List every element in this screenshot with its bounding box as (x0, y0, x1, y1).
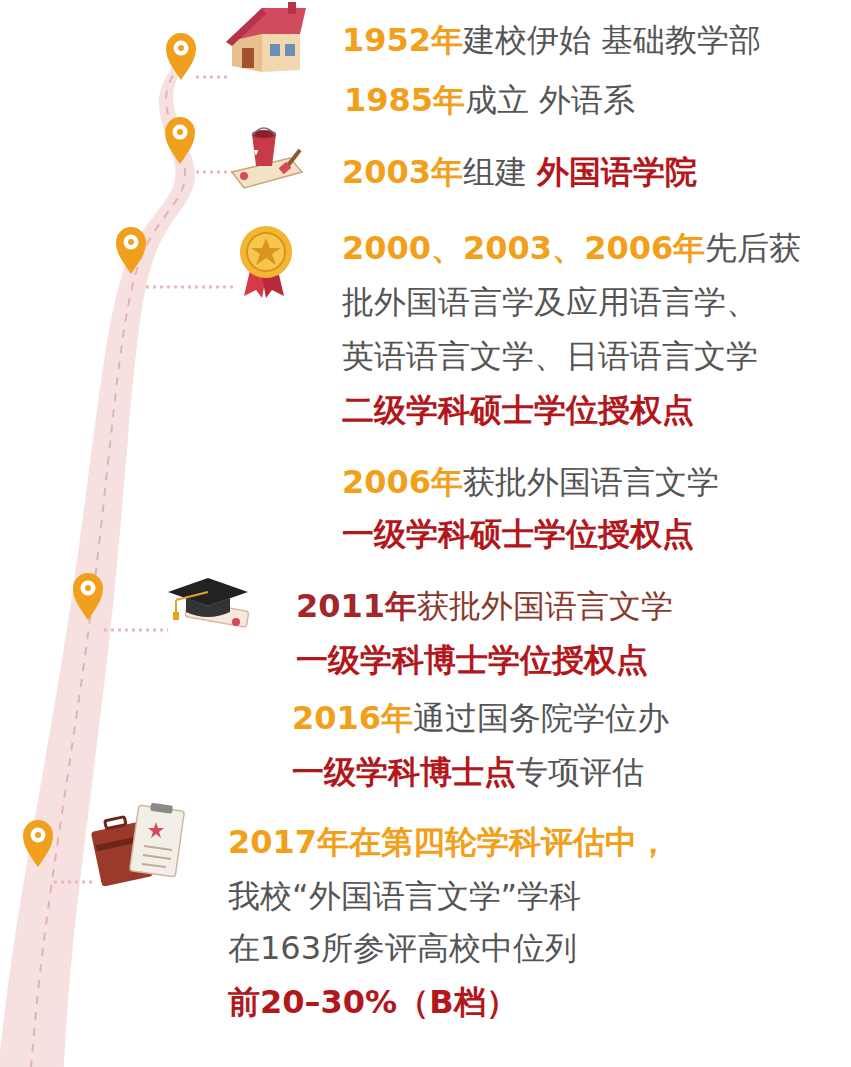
timeline-text: 先后获 (705, 229, 801, 267)
timeline-text: 获批外国语言文学 (463, 463, 719, 501)
map-pin (165, 117, 195, 164)
graduation-cap-icon (168, 578, 249, 627)
briefcase-clipboard-icon (91, 803, 185, 887)
highlight-text: 2017年在第四轮学科评估中， (228, 823, 669, 861)
highlight-text: 2016年 (292, 699, 413, 737)
pin-body (166, 33, 196, 80)
timeline-text: 在163所参评高校中位列 (228, 929, 577, 967)
highlight-text: 2000、2003、2006年 (342, 229, 705, 267)
map-pin (166, 33, 196, 80)
highlight-text: 2003年 (342, 153, 463, 191)
highlight-text: 一级学科博士学位授权点 (296, 641, 648, 679)
timeline-text: 批外国语言学及应用语言学、 (342, 283, 758, 321)
map-pin (116, 227, 146, 274)
leader-lines (54, 77, 234, 882)
highlight-text: 2011年 (296, 587, 417, 625)
highlight-text: 外国语学院 (537, 153, 697, 191)
pin-ring (124, 235, 139, 250)
pin-body (23, 820, 53, 867)
pin-ring (81, 581, 96, 596)
map-pin (23, 820, 53, 867)
road (0, 62, 195, 1067)
pin-ring (174, 41, 189, 56)
road-centerline (30, 62, 185, 1067)
highlight-text: 1952年 (342, 21, 463, 59)
timeline-text: 获批外国语言文学 (417, 587, 673, 625)
highlight-text: 前20–30%（B档） (228, 983, 518, 1021)
paint-bucket-icon (232, 128, 302, 188)
highlight-text: 二级学科硕士学位授权点 (342, 391, 694, 429)
timeline-text: 建校伊始 基础教学部 (463, 21, 761, 59)
highlight-text: 2006年 (342, 463, 463, 501)
pin-ring (31, 828, 46, 843)
map-pin (73, 573, 103, 620)
pin-dot (178, 45, 184, 51)
medal-icon (240, 226, 292, 298)
pin-body (165, 117, 195, 164)
pin-body (116, 227, 146, 274)
timeline-text: 专项评估 (516, 753, 644, 791)
timeline-text: 成立 外语系 (465, 81, 635, 119)
pin-dot (85, 585, 91, 591)
timeline-text: 通过国务院学位办 (413, 699, 669, 737)
map-pins (23, 33, 196, 867)
timeline-text: 英语语言文学、日语语言文学 (342, 337, 758, 375)
pin-dot (177, 129, 183, 135)
pin-body (73, 573, 103, 620)
house-icon (226, 2, 306, 72)
timeline-text: 我校“外国语言文学”学科 (228, 877, 581, 915)
highlight-text: 一级学科硕士学位授权点 (342, 515, 694, 553)
road-surface (0, 62, 195, 1067)
pin-dot (128, 239, 134, 245)
highlight-text: 一级学科博士点 (292, 753, 516, 791)
pin-dot (35, 832, 41, 838)
timeline-text: 组建 (463, 153, 527, 191)
highlight-text: 1985年 (344, 81, 465, 119)
pin-ring (173, 125, 188, 140)
